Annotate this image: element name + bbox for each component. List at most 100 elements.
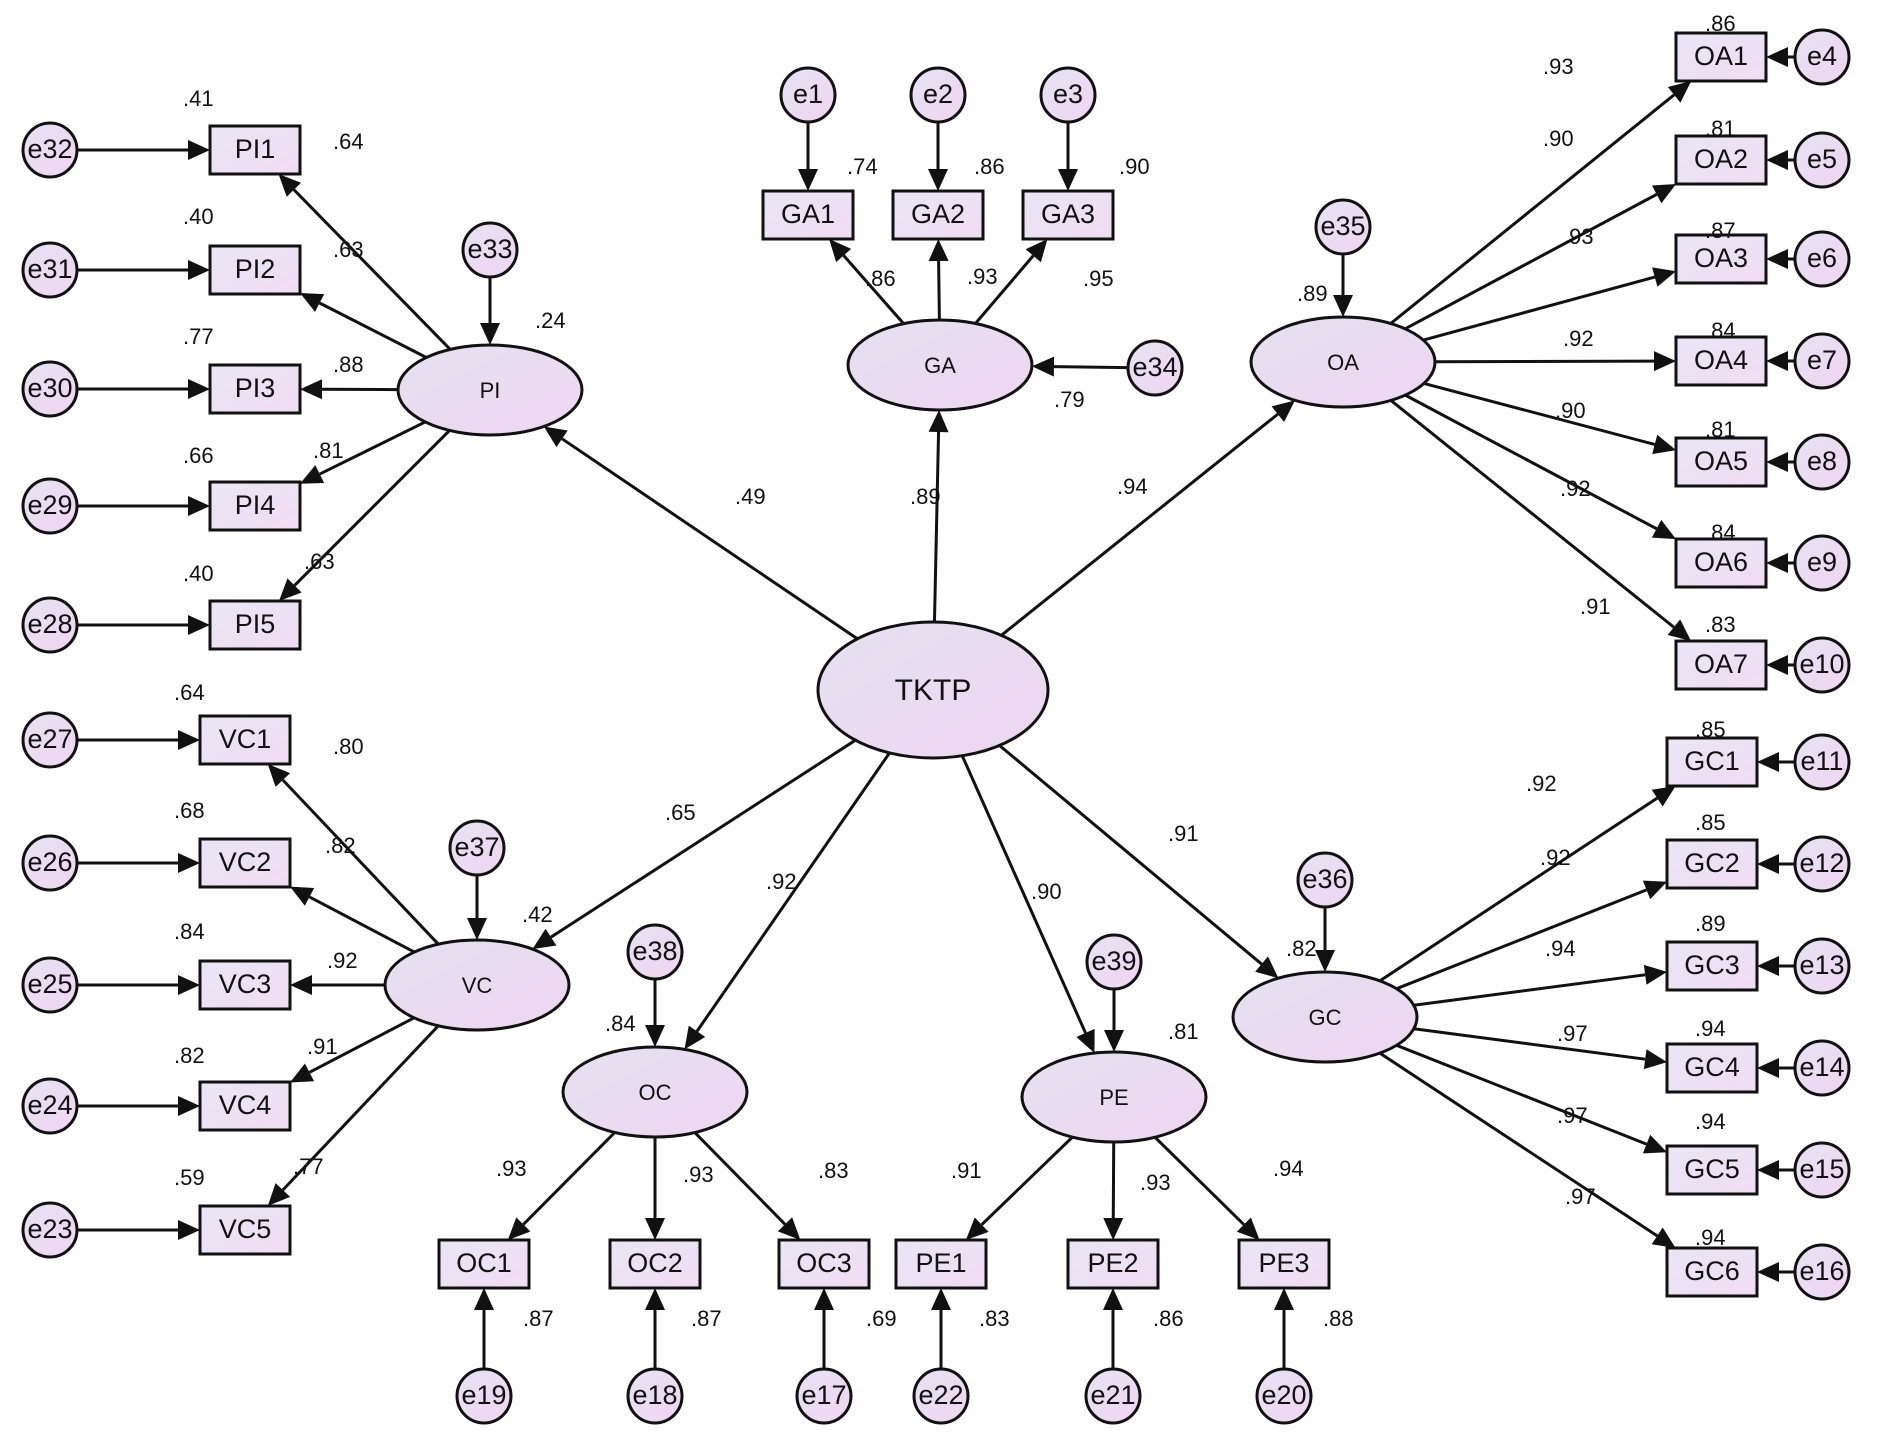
latent-vc: VC [383, 938, 571, 1032]
indicator-label: VC4 [219, 1090, 272, 1120]
indicator-label: OA3 [1694, 243, 1748, 273]
indicator-label: PI4 [235, 490, 276, 520]
latent-r2-gc: .82 [1286, 936, 1317, 961]
indicator-pe2: PE2 [1066, 1238, 1160, 1290]
loading-oa1 [1389, 81, 1692, 325]
loading-gc6 [1379, 1051, 1676, 1248]
loading-coef-vc4: .91 [307, 1034, 338, 1059]
r2-oa5: .81 [1705, 417, 1736, 442]
r2-ga3: .90 [1119, 154, 1150, 179]
error-label: e19 [461, 1380, 506, 1410]
indicator-label: PI5 [235, 609, 276, 639]
r2-oc2: .87 [691, 1306, 722, 1331]
error-arrow-e2 [928, 122, 948, 191]
error-e18: e18 [626, 1367, 684, 1425]
loading-pe1 [965, 1136, 1074, 1240]
error-arrow-e21 [1103, 1288, 1123, 1369]
error-arrow-e12 [1757, 854, 1795, 874]
error-label: e10 [1799, 649, 1844, 679]
path-tktp-pe [960, 755, 1095, 1054]
loading-pi4 [300, 420, 426, 484]
indicator-gc6: GC6 [1665, 1246, 1759, 1298]
loading-coef-pi5: .63 [304, 549, 335, 574]
loading-oa5 [1423, 381, 1676, 455]
indicator-label: GC5 [1684, 1154, 1740, 1184]
latent-label: OC [639, 1080, 672, 1105]
error-e14: e14 [1793, 1039, 1851, 1097]
indicator-gc3: GC3 [1665, 940, 1759, 992]
error-arrow-e18 [645, 1288, 665, 1369]
indicator-label: GC4 [1684, 1052, 1740, 1082]
error-e30: e30 [21, 360, 79, 418]
latent-label: TKTP [895, 674, 972, 707]
error-e2: e2 [909, 66, 967, 124]
error-label: e32 [27, 134, 72, 164]
latent-label: PI [480, 378, 501, 403]
error-label: e6 [1807, 243, 1837, 273]
indicator-oa1: OA1 [1674, 31, 1768, 83]
loading-coef-ga1: .86 [865, 266, 896, 291]
error-label: e17 [801, 1380, 846, 1410]
indicator-label: OA7 [1694, 649, 1748, 679]
loading-pi2 [300, 292, 428, 359]
error-label: e24 [27, 1090, 72, 1120]
latent-label: GA [924, 353, 956, 378]
error-e6: e6 [1793, 230, 1851, 288]
r2-oa1: .86 [1705, 11, 1736, 36]
latent-ga: GA [846, 318, 1034, 412]
error-e26: e26 [21, 834, 79, 892]
error-arrow-e20 [1274, 1288, 1294, 1369]
loading-gc5 [1395, 1043, 1667, 1154]
r2-pi1: .41 [183, 86, 214, 111]
error-arrow-e8 [1766, 452, 1795, 472]
latent-tktp: TKTP [816, 620, 1050, 760]
error-e31: e31 [21, 241, 79, 299]
error-arrow-e29 [77, 496, 210, 516]
error-arrow-e10 [1766, 655, 1795, 675]
disturbance-arrow-e33 [480, 277, 500, 345]
path-coef-vc: .65 [665, 800, 696, 825]
loading-vc2 [290, 886, 416, 954]
error-arrow-e28 [77, 615, 210, 635]
error-label: e5 [1807, 144, 1837, 174]
indicator-label: GC3 [1684, 950, 1740, 980]
loading-coef-pi3: .88 [333, 352, 364, 377]
indicator-label: VC3 [219, 969, 272, 999]
error-arrow-e25 [77, 975, 200, 995]
path-tktp-pi [543, 426, 859, 641]
r2-oa6: .84 [1705, 520, 1736, 545]
loading-vc4 [290, 1016, 415, 1083]
error-e32: e32 [21, 121, 79, 179]
indicator-oa2: OA2 [1674, 134, 1768, 186]
indicator-pi5: PI5 [208, 599, 302, 651]
r2-oa4: .84 [1705, 318, 1736, 343]
loading-gc3 [1413, 964, 1667, 1007]
indicator-label: VC1 [219, 724, 272, 754]
error-label: e25 [27, 969, 72, 999]
disturbance-e39: e39 [1085, 933, 1143, 991]
loading-coef-vc5: .77 [293, 1154, 324, 1179]
error-arrow-e30 [77, 379, 210, 399]
r2-vc1: .64 [174, 680, 205, 705]
r2-oa7: .83 [1705, 612, 1736, 637]
indicator-pe3: PE3 [1237, 1238, 1331, 1290]
indicator-oc2: OC2 [608, 1238, 702, 1290]
error-e21: e21 [1084, 1367, 1142, 1425]
loading-coef-oa5: .90 [1555, 398, 1586, 423]
indicator-gc1: GC1 [1665, 736, 1759, 788]
error-e3: e3 [1039, 66, 1097, 124]
error-arrow-e16 [1757, 1262, 1795, 1282]
indicator-pi2: PI2 [208, 244, 302, 296]
error-label: e2 [923, 79, 953, 109]
disturbance-label: e34 [1132, 352, 1177, 382]
indicator-pi4: PI4 [208, 480, 302, 532]
error-arrow-e27 [77, 730, 200, 750]
error-e1: e1 [779, 66, 837, 124]
latent-r2-ga: .79 [1054, 387, 1085, 412]
error-arrow-e32 [77, 140, 210, 160]
indicator-oa3: OA3 [1674, 233, 1768, 285]
disturbance-arrow-e34 [1031, 356, 1129, 377]
error-e22: e22 [912, 1367, 970, 1425]
